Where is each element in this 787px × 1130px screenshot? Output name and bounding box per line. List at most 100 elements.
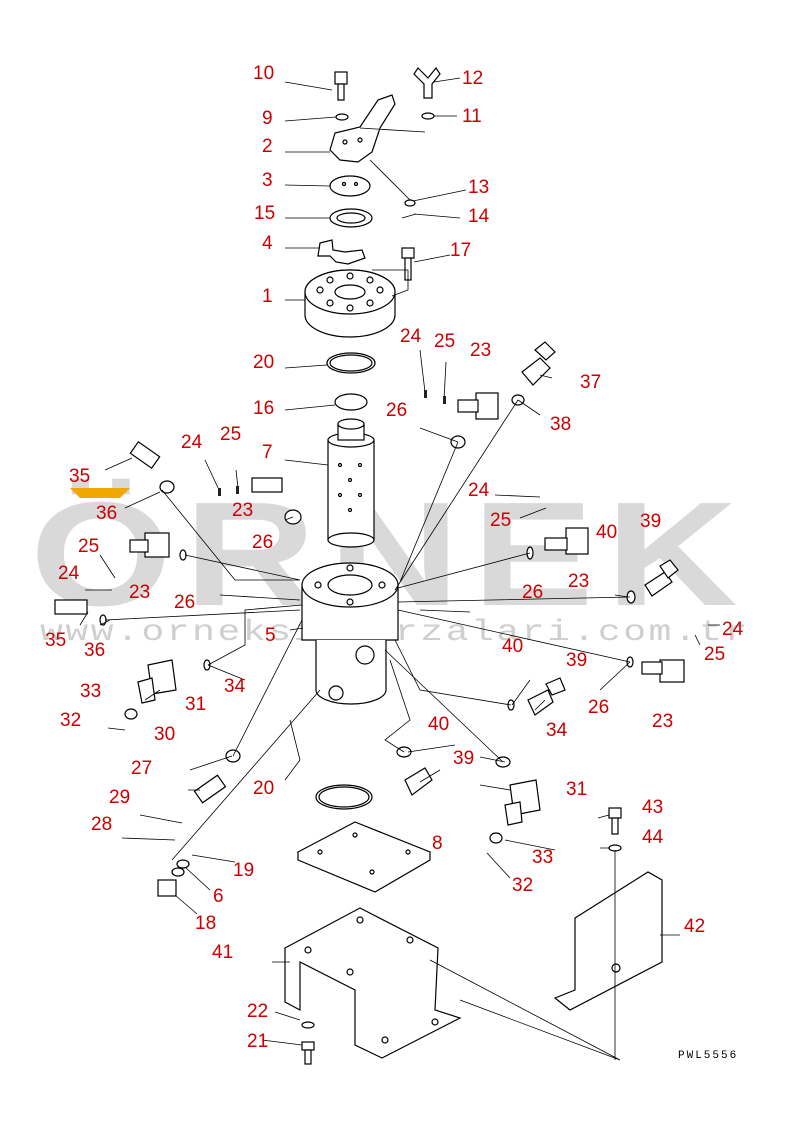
guard-plate-icon [553, 871, 663, 1011]
wing-nut-icon [413, 66, 441, 99]
callout-label: 27 [131, 758, 152, 779]
callout-label: 19 [233, 860, 254, 881]
callout-label: 4 [262, 233, 273, 254]
callout-label: 18 [195, 913, 216, 934]
callout-label: 11 [462, 106, 482, 127]
elbow-fitting-icon [404, 767, 433, 796]
callout-label: 7 [262, 442, 273, 463]
elbow-fitting-icon [504, 779, 541, 826]
callout-label: 2 [262, 136, 273, 157]
callout-label: 5 [265, 625, 276, 646]
callout-label: 25 [490, 510, 511, 531]
base-plate-icon [296, 821, 432, 893]
elbow-fitting-icon [137, 659, 177, 704]
callout-label: 35 [69, 466, 90, 487]
callout-label: 17 [450, 240, 471, 261]
callout-label: 23 [232, 500, 253, 521]
small-pin-icon [424, 390, 427, 398]
callout-label: 10 [253, 63, 274, 84]
callout-label: 1 [262, 286, 273, 307]
callout-label: 39 [566, 650, 587, 671]
callout-label: 25 [78, 536, 99, 557]
callout-label: 23 [470, 340, 491, 361]
callout-label: 25 [434, 331, 455, 352]
callout-label: 36 [84, 640, 105, 661]
callout-label: 33 [80, 681, 101, 702]
adapter-icon [193, 774, 227, 804]
callout-label: 31 [185, 694, 206, 715]
washer-icon [421, 112, 435, 120]
callout-label: 22 [247, 1001, 268, 1022]
flange-icon [304, 269, 396, 338]
cover-disc-icon [329, 175, 371, 197]
drawing [54, 66, 720, 1065]
bracket-icon [284, 907, 462, 1059]
bolt-icon [301, 1041, 315, 1065]
elbow-fitting-icon [457, 392, 499, 420]
callout-label: 8 [432, 833, 443, 854]
callouts: 10 12 9 11 2 13 3 15 14 4 17 1 24 25 23 … [45, 63, 744, 1052]
bolt-icon [334, 71, 348, 101]
callout-label: 24 [468, 480, 490, 501]
adapter-icon [54, 599, 88, 615]
callout-label: 29 [109, 787, 130, 808]
washer-icon [335, 113, 349, 121]
small-pin-icon [218, 488, 221, 496]
o-ring-icon [489, 832, 503, 844]
callout-label: 39 [640, 511, 661, 532]
callout-label: 28 [91, 814, 112, 835]
o-ring-icon [203, 659, 211, 671]
callout-label: 26 [522, 582, 543, 603]
callout-label: 42 [684, 916, 705, 937]
swivel-body-icon [301, 562, 399, 705]
callout-label: 14 [468, 206, 490, 227]
callout-label: 40 [428, 714, 449, 735]
callout-label: 38 [550, 414, 571, 435]
seal-ring-icon [329, 208, 373, 228]
washer-icon [301, 1021, 315, 1029]
rotor-shaft-icon [327, 418, 375, 548]
callout-label: 25 [704, 644, 725, 665]
o-ring-icon [124, 708, 138, 720]
callout-label: 31 [566, 779, 587, 800]
callout-label: 24 [58, 563, 80, 584]
small-pin-icon [236, 486, 239, 494]
callout-label: 3 [262, 170, 273, 191]
callout-label: 24 [400, 326, 422, 347]
callout-label: 32 [512, 875, 533, 896]
callout-label: 9 [262, 108, 273, 129]
o-ring-icon [159, 480, 175, 494]
plug-icon [157, 859, 190, 897]
callout-label: 33 [532, 847, 553, 868]
seal-icon [334, 393, 368, 411]
leader-lines [79, 77, 720, 1061]
adapter-icon [129, 440, 161, 470]
callout-label: 25 [220, 424, 241, 445]
watermark-accent-icon [70, 488, 130, 498]
elbow-fitting-icon [521, 341, 556, 386]
drawing-code: PWL5556 [678, 1050, 738, 1062]
callout-label: 20 [253, 778, 274, 799]
small-pin-icon [443, 396, 446, 404]
callout-label: 34 [546, 720, 568, 741]
pin-icon [401, 213, 417, 219]
callout-label: 40 [596, 522, 617, 543]
callout-label: 32 [60, 710, 81, 731]
callout-label: 44 [642, 827, 664, 848]
callout-label: 41 [212, 942, 233, 963]
callout-label: 26 [588, 697, 609, 718]
callout-label: 30 [154, 724, 175, 745]
callout-label: 15 [254, 203, 275, 224]
callout-label: 40 [502, 636, 523, 657]
callout-label: 23 [129, 582, 150, 603]
callout-label: 26 [174, 592, 195, 613]
callout-label: 35 [45, 630, 66, 651]
callout-label: 39 [453, 748, 474, 769]
callout-label: 23 [568, 571, 589, 592]
callout-label: 36 [96, 503, 117, 524]
o-ring-icon [329, 354, 373, 372]
callout-label: 12 [462, 68, 483, 89]
elbow-fitting-icon [527, 677, 566, 716]
callout-label: 24 [722, 619, 744, 640]
